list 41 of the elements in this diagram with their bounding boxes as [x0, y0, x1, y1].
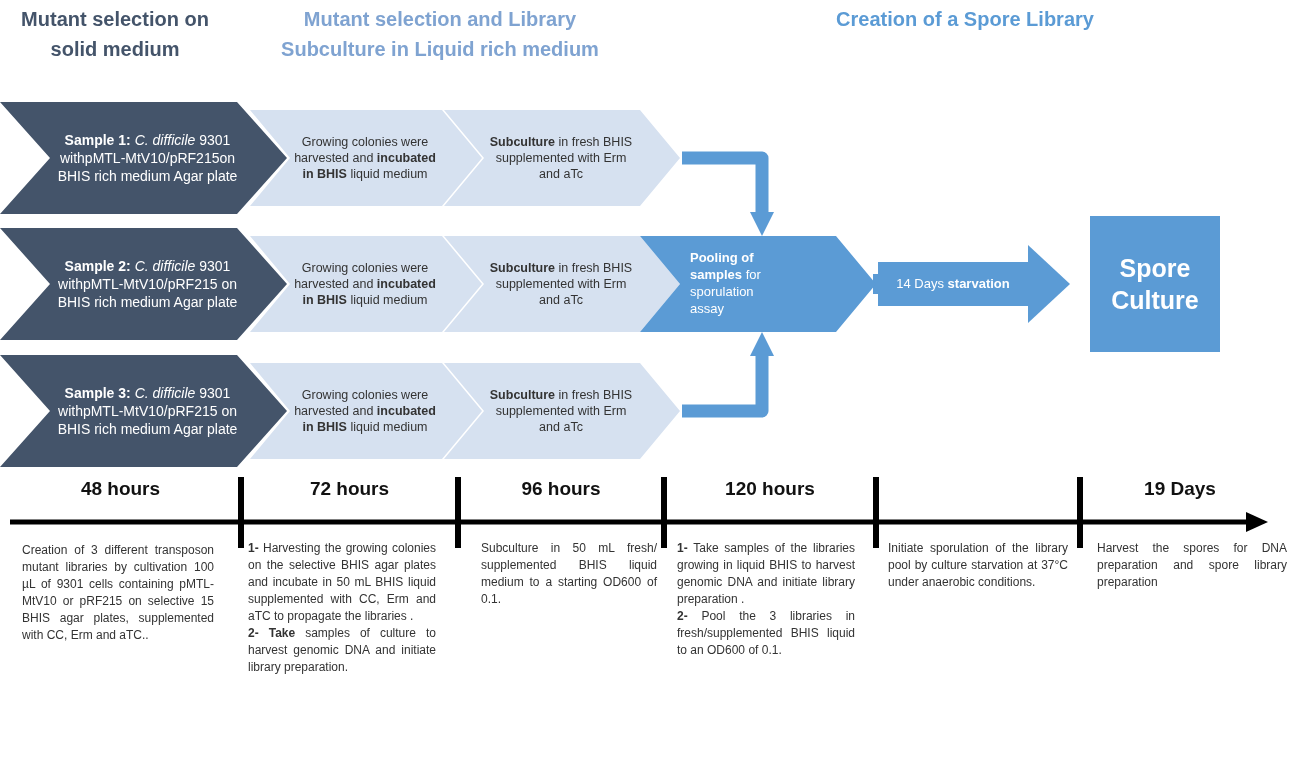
step-description: Subculture in 50 mL fresh/ supplemented BHIS liquid medium to a starting OD600 of 0.1.: [481, 540, 657, 608]
chevron-step: [0, 355, 287, 467]
chevron-step: [640, 236, 876, 332]
step-description: Creation of 3 different transposon mutant libraries by cultivation 100 µL of 9301 cells containing pMTL-MtV10 or pRF215 on selective 15 BHIS agar plates, supplemented with CC, Erm and aTC..: [22, 542, 214, 644]
column-heading: Mutant selection and Library Subculture in Liquid rich medium: [280, 7, 600, 62]
chevron-step: [0, 228, 287, 340]
step-text: Sample 3: C. difficile 9301 withpMTL-MtV10/pRF215 on BHIS rich medium Agar plate: [56, 383, 239, 439]
step-description: 2- Pool the 3 libraries in fresh/supplemented BHIS liquid to an OD600 of 0.1.: [677, 608, 855, 659]
chevron-step: [444, 236, 680, 332]
time-label: 120 hours: [724, 478, 816, 500]
column-heading: Mutant selection on solid medium: [20, 7, 210, 62]
step-text: Sample 1: C. difficile 9301 withpMTL-MtV10/pRF215on BHIS rich medium Agar plate: [56, 130, 239, 186]
step-description: Initiate sporulation of the library pool by culture starvation at 37°C under anaerobic conditions.: [888, 540, 1068, 591]
step-description: Harvest the spores for DNA preparation and spore library preparation: [1097, 540, 1287, 591]
step-text: Subculture in fresh BHIS supplemented with Erm and aTc: [488, 133, 634, 183]
column-heading: Creation of a Spore Library: [835, 7, 1095, 32]
time-label: 96 hours: [520, 478, 602, 500]
block-arrow: [878, 245, 1070, 323]
chevron-step: [0, 102, 287, 214]
chevron-step: [250, 363, 482, 459]
process-box: [1090, 216, 1220, 352]
bent-arrow: [682, 151, 774, 236]
chevron-step: [250, 110, 482, 206]
step-description: 2- Take samples of culture to harvest genomic DNA and initiate library preparation.: [248, 625, 436, 676]
step-text: Growing colonies were harvested and incubated in BHIS liquid medium: [293, 386, 437, 436]
step-text: Subculture in fresh BHIS supplemented with Erm and aTc: [488, 386, 634, 436]
box-title: Spore Culture: [1110, 252, 1200, 316]
time-label: 19 Days: [1143, 478, 1217, 500]
time-label: 48 hours: [79, 478, 162, 500]
bent-arrow: [682, 332, 774, 418]
step-description: 1- Harvesting the growing colonies on the selective BHIS agar plates and incubate in 50 mL BHIS liquid supplemented with CC, Erm and aTC to propagate the libraries .: [248, 540, 436, 625]
step-text: Subculture in fresh BHIS supplemented with Erm and aTc: [488, 259, 634, 309]
time-label: 72 hours: [308, 478, 391, 500]
step-text: Growing colonies were harvested and incubated in BHIS liquid medium: [293, 133, 437, 183]
chevron-step: [250, 236, 482, 332]
step-text: Sample 2: C. difficile 9301 withpMTL-MtV10/pRF215 on BHIS rich medium Agar plate: [56, 256, 239, 312]
step-text: Pooling of samples for sporulation assay: [690, 250, 762, 318]
step-description: 1- Take samples of the libraries growing in liquid BHIS to harvest genomic DNA and initiate library preparation .: [677, 540, 855, 608]
step-text: Growing colonies were harvested and incubated in BHIS liquid medium: [293, 259, 437, 309]
chevron-step: [444, 110, 680, 206]
chevron-step: [444, 363, 680, 459]
